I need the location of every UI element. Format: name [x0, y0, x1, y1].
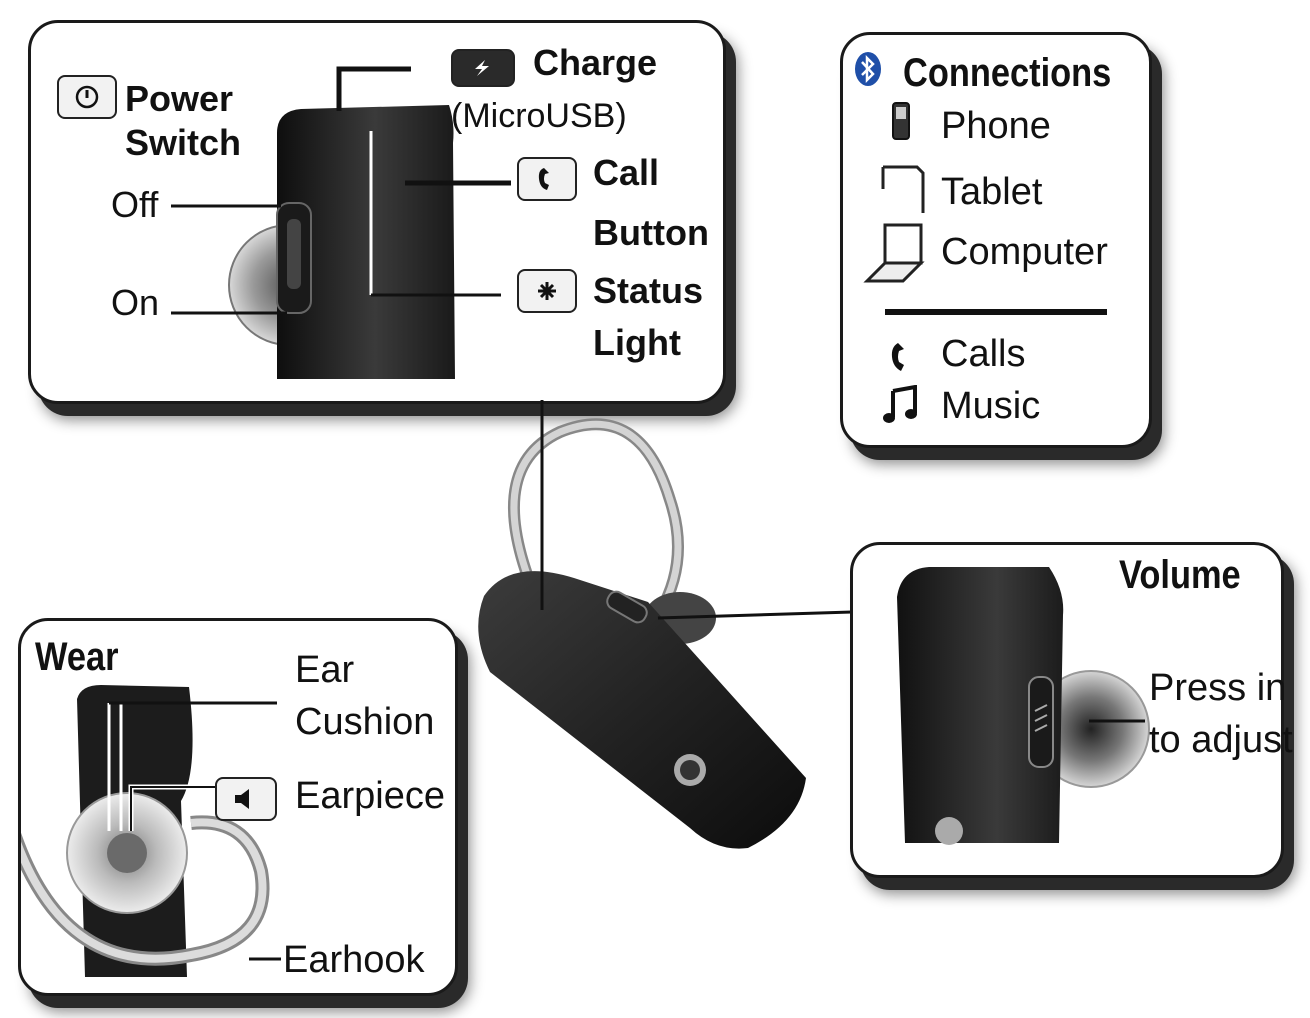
ear-cushion-label-line2: Cushion — [295, 701, 435, 743]
power-icon — [57, 75, 117, 119]
connections-panel: Connections Phone Tablet Computer Calls … — [840, 32, 1152, 448]
volume-illustration — [897, 567, 1150, 845]
volume-panel: Volume Press in to adjust — [850, 542, 1293, 878]
charge-sublabel: (MicroUSB) — [451, 97, 627, 135]
status-light-label-line2: Light — [593, 322, 681, 363]
call-button-label-line2: Button — [593, 212, 709, 253]
call-button-label-line1: Call — [593, 152, 660, 193]
wear-title: Wear — [35, 635, 119, 679]
status-light-label-line1: Status — [593, 270, 704, 311]
battery-charge-icon — [451, 49, 515, 87]
power-switch-label-line2: Switch — [125, 122, 242, 163]
controls-panel: Power Switch Off On Charge (MicroUSB) Ca… — [28, 20, 726, 404]
volume-hint-line2: to adjust — [1149, 719, 1293, 761]
volume-hint-line1: Press in — [1149, 667, 1287, 709]
status-light-icon — [517, 269, 577, 313]
laptop-icon — [863, 223, 925, 283]
wear-panel: Wear Ear Cushion Earpiece Earhook — [18, 618, 458, 996]
music-note-icon — [883, 385, 917, 423]
phone-handset-icon — [517, 157, 577, 201]
use-music-label: Music — [941, 385, 1041, 427]
volume-title: Volume — [1119, 553, 1241, 597]
off-label: Off — [111, 184, 159, 225]
connections-divider — [885, 309, 1107, 315]
speaker-icon — [215, 777, 277, 821]
device-computer-label: Computer — [941, 231, 1108, 273]
device-tablet-label: Tablet — [941, 171, 1043, 213]
phone-icon — [892, 102, 910, 140]
earpiece-label: Earpiece — [295, 775, 445, 817]
device-phone-label: Phone — [941, 105, 1051, 147]
wear-illustration — [21, 685, 281, 977]
tablet-icon — [881, 165, 925, 213]
power-switch-label-line1: Power — [125, 78, 234, 119]
bluetooth-icon — [855, 52, 881, 86]
on-label: On — [111, 282, 160, 323]
earhook-label: Earhook — [283, 939, 425, 981]
handset-icon — [891, 343, 904, 371]
use-calls-label: Calls — [941, 333, 1026, 375]
headset-side-illustration — [171, 66, 511, 379]
connections-title: Connections — [903, 51, 1112, 95]
charge-label: Charge — [533, 42, 658, 83]
ear-cushion-label-line1: Ear — [295, 649, 355, 691]
